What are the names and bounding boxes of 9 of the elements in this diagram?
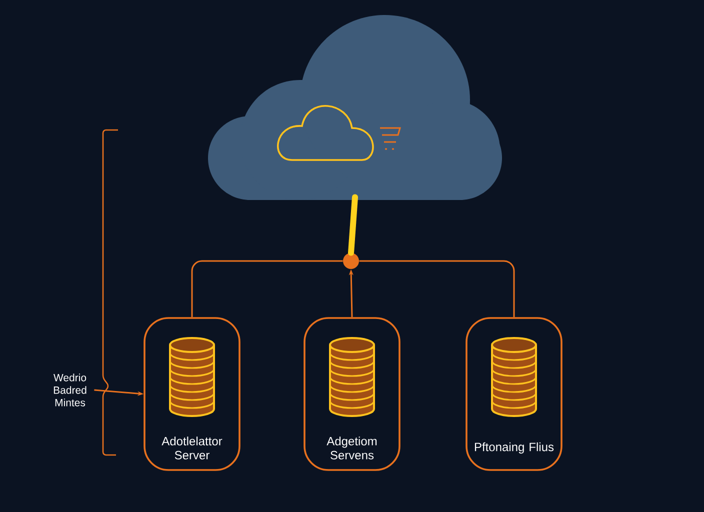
- connector: [191, 260, 343, 318]
- connector: [359, 260, 515, 318]
- server-box: Pftonaing Flius: [466, 317, 562, 471]
- junction-dot: [343, 253, 359, 269]
- side-label: Wedrio Badred Mintes: [54, 374, 86, 406]
- server-box: Adotlelattor Server: [144, 317, 240, 471]
- cloud-shape: [208, 15, 502, 200]
- connector: [348, 194, 358, 256]
- server-box: Adgetiom Servens: [304, 317, 400, 471]
